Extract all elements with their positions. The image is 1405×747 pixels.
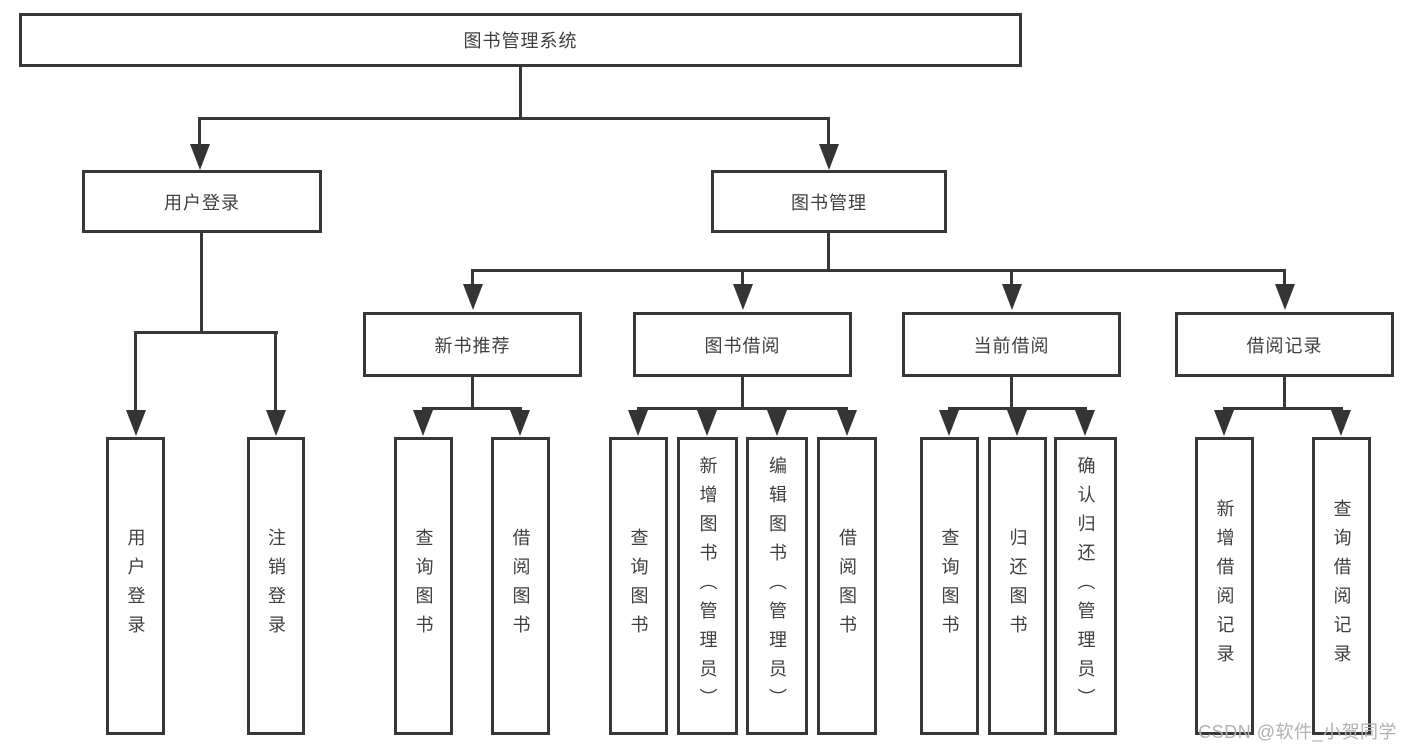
connector-login-bar [134, 331, 278, 334]
arrowhead-to-edit-books [767, 410, 787, 436]
connector-mgmt-shaft-2 [741, 269, 744, 286]
arrowhead-to-book-management [819, 144, 839, 170]
arrowhead-to-query-borrow-record [1331, 410, 1351, 436]
connector-borrow-stem [741, 377, 744, 410]
arrowhead-to-query-books-current [939, 410, 959, 436]
connector-root-bar [198, 117, 830, 120]
node-label: 借阅记录 [1246, 335, 1323, 356]
leaf-label: 归还图书 [1007, 528, 1028, 644]
leaf-add-borrow-record: 新增借阅记录 [1195, 437, 1254, 735]
node-current-borrow: 当前借阅 [902, 312, 1121, 377]
leaf-label: 新增借阅记录 [1214, 499, 1235, 673]
leaf-query-books-recommend: 查询图书 [394, 437, 453, 735]
leaf-label: 查询图书 [628, 528, 649, 644]
leaf-edit-books-admin: 编辑图书（管理员） [746, 437, 808, 735]
leaf-user-login: 用户登录 [106, 437, 165, 735]
connector-mgmt-shaft-3 [1010, 269, 1013, 286]
leaf-label: 确认归还（管理员） [1075, 455, 1096, 717]
connector-current-bar [948, 407, 1087, 410]
leaf-label: 用户登录 [125, 528, 146, 644]
leaf-add-books-admin: 新增图书（管理员） [677, 437, 738, 735]
connector-recommend-stem [471, 377, 474, 410]
connector-root-right-shaft [827, 117, 830, 146]
node-library-management-system: 图书管理系统 [19, 13, 1022, 67]
node-label: 当前借阅 [973, 335, 1050, 356]
arrowhead-to-add-books [697, 410, 717, 436]
node-new-book-recommend: 新书推荐 [363, 312, 582, 377]
connector-login-shaft-2 [274, 331, 277, 411]
connector-mgmt-shaft-4 [1283, 269, 1286, 286]
connector-records-stem [1283, 377, 1286, 410]
arrowhead-to-query-books-recommend [413, 410, 433, 436]
node-label: 图书借阅 [704, 335, 781, 356]
connector-mgmt-stem [827, 233, 830, 271]
leaf-query-borrow-record: 查询借阅记录 [1312, 437, 1371, 735]
node-label: 新书推荐 [434, 335, 511, 356]
arrowhead-to-user-login [190, 144, 210, 170]
node-user-login: 用户登录 [82, 170, 322, 233]
connector-root-left-shaft [198, 117, 201, 146]
arrowhead-to-book-borrow [733, 284, 753, 310]
leaf-label: 编辑图书（管理员） [767, 455, 787, 717]
leaf-label: 借阅图书 [510, 528, 531, 644]
arrowhead-to-borrow-books-recommend [510, 410, 530, 436]
arrowhead-to-leaf-user-login [126, 410, 146, 436]
leaf-label: 查询图书 [413, 528, 434, 644]
node-book-management: 图书管理 [711, 170, 947, 233]
node-label: 用户登录 [164, 192, 240, 213]
arrowhead-to-leaf-logout [266, 410, 286, 436]
arrowhead-to-query-books-borrow [628, 410, 648, 436]
leaf-label: 查询图书 [939, 528, 960, 644]
arrowhead-to-add-borrow-record [1214, 410, 1234, 436]
arrowhead-to-confirm-return [1075, 410, 1095, 436]
connector-mgmt-shaft-1 [471, 269, 474, 286]
leaf-label: 注销登录 [266, 528, 286, 644]
leaf-logout: 注销登录 [247, 437, 305, 735]
connector-current-stem [1010, 377, 1013, 410]
leaf-label: 查询借阅记录 [1331, 499, 1352, 673]
arrowhead-to-return-books [1007, 410, 1027, 436]
leaf-label: 借阅图书 [837, 528, 857, 644]
node-label: 图书管理 [791, 192, 867, 213]
node-book-borrow: 图书借阅 [633, 312, 852, 377]
connector-records-bar [1223, 407, 1343, 410]
leaf-borrow-books-borrow: 借阅图书 [817, 437, 877, 735]
connector-login-shaft-1 [134, 331, 137, 411]
arrowhead-to-borrow-records [1275, 284, 1295, 310]
leaf-query-books-current: 查询图书 [920, 437, 979, 735]
leaf-label: 新增图书（管理员） [697, 455, 718, 717]
leaf-return-books: 归还图书 [988, 437, 1047, 735]
arrowhead-to-current-borrow [1002, 284, 1022, 310]
connector-mgmt-bar [471, 269, 1285, 272]
connector-login-stem [200, 233, 203, 333]
leaf-confirm-return-admin: 确认归还（管理员） [1054, 437, 1117, 735]
connector-borrow-bar [637, 407, 848, 410]
csdn-watermark: CSDN @软件_小贺同学 [1198, 722, 1397, 742]
node-label: 图书管理系统 [463, 31, 578, 51]
node-borrow-records: 借阅记录 [1175, 312, 1394, 377]
leaf-borrow-books-recommend: 借阅图书 [491, 437, 550, 735]
connector-root-stem [519, 65, 522, 119]
arrowhead-to-borrow-books [837, 410, 857, 436]
connector-recommend-bar [422, 407, 522, 410]
arrowhead-to-new-book-recommend [463, 284, 483, 310]
leaf-query-books-borrow: 查询图书 [609, 437, 668, 735]
